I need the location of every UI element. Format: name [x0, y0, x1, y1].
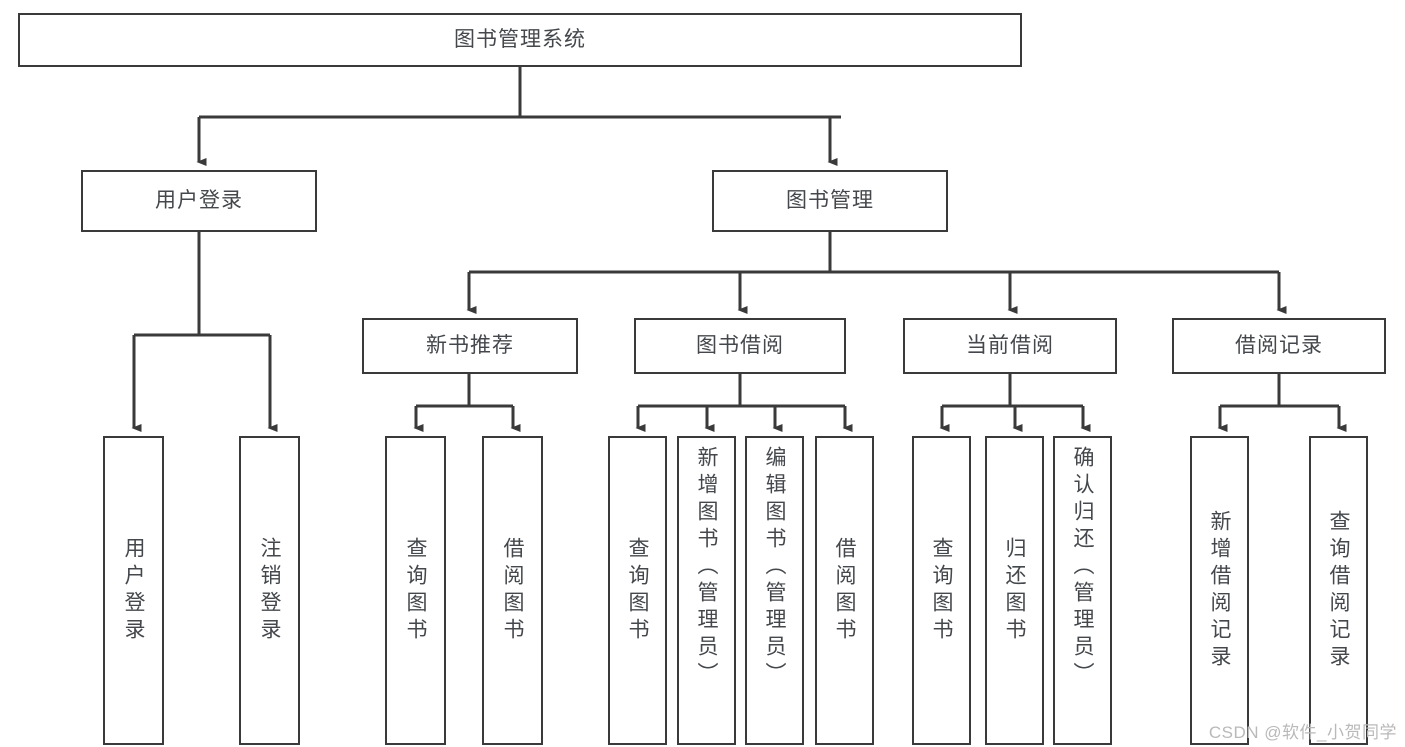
- leaf-logout[interactable]: 注销登录: [239, 436, 300, 745]
- node-new-book-recommend[interactable]: 新书推荐: [362, 318, 578, 374]
- node-current-borrow-label: 当前借阅: [966, 333, 1054, 357]
- leaf-bb-add-book-label: 新增图书（管理员）: [695, 446, 718, 689]
- leaf-cb-query-book-label: 查询图书: [930, 536, 953, 645]
- node-root[interactable]: 图书管理系统: [18, 13, 1022, 67]
- node-user-login-label: 用户登录: [155, 188, 243, 212]
- leaf-nb-query-book-label: 查询图书: [404, 536, 427, 645]
- node-book-borrow-label: 图书借阅: [696, 333, 784, 357]
- leaf-cb-return-book-label: 归还图书: [1003, 536, 1026, 645]
- leaf-bb-edit-book[interactable]: 编辑图书（管理员）: [745, 436, 804, 745]
- leaf-bb-add-book[interactable]: 新增图书（管理员）: [677, 436, 736, 745]
- node-book-borrow[interactable]: 图书借阅: [634, 318, 846, 374]
- leaf-cb-confirm-return[interactable]: 确认归还（管理员）: [1053, 436, 1112, 745]
- leaf-logout-label: 注销登录: [258, 536, 281, 645]
- leaf-user-login-label: 用户登录: [122, 536, 145, 645]
- leaf-nb-query-book[interactable]: 查询图书: [385, 436, 446, 745]
- leaf-nb-borrow-book[interactable]: 借阅图书: [482, 436, 543, 745]
- leaf-bb-edit-book-label: 编辑图书（管理员）: [763, 446, 786, 689]
- leaf-bb-query-book-label: 查询图书: [626, 536, 649, 645]
- leaf-br-query-record-label: 查询借阅记录: [1327, 509, 1350, 672]
- node-root-label: 图书管理系统: [454, 27, 586, 51]
- leaf-bb-borrow-book[interactable]: 借阅图书: [815, 436, 874, 745]
- leaf-br-query-record[interactable]: 查询借阅记录: [1309, 436, 1368, 745]
- node-book-manage[interactable]: 图书管理: [712, 170, 948, 232]
- node-user-login[interactable]: 用户登录: [81, 170, 317, 232]
- leaf-br-add-record-label: 新增借阅记录: [1208, 509, 1231, 672]
- leaf-cb-return-book[interactable]: 归还图书: [985, 436, 1044, 745]
- node-new-book-recommend-label: 新书推荐: [426, 333, 514, 357]
- leaf-br-add-record[interactable]: 新增借阅记录: [1190, 436, 1249, 745]
- leaf-user-login[interactable]: 用户登录: [103, 436, 164, 745]
- node-borrow-record[interactable]: 借阅记录: [1172, 318, 1386, 374]
- leaf-cb-confirm-return-label: 确认归还（管理员）: [1071, 446, 1094, 689]
- leaf-bb-query-book[interactable]: 查询图书: [608, 436, 667, 745]
- node-current-borrow[interactable]: 当前借阅: [903, 318, 1117, 374]
- leaf-bb-borrow-book-label: 借阅图书: [833, 536, 856, 645]
- node-borrow-record-label: 借阅记录: [1235, 333, 1323, 357]
- leaf-cb-query-book[interactable]: 查询图书: [912, 436, 971, 745]
- node-book-manage-label: 图书管理: [786, 188, 874, 212]
- leaf-nb-borrow-book-label: 借阅图书: [501, 536, 524, 645]
